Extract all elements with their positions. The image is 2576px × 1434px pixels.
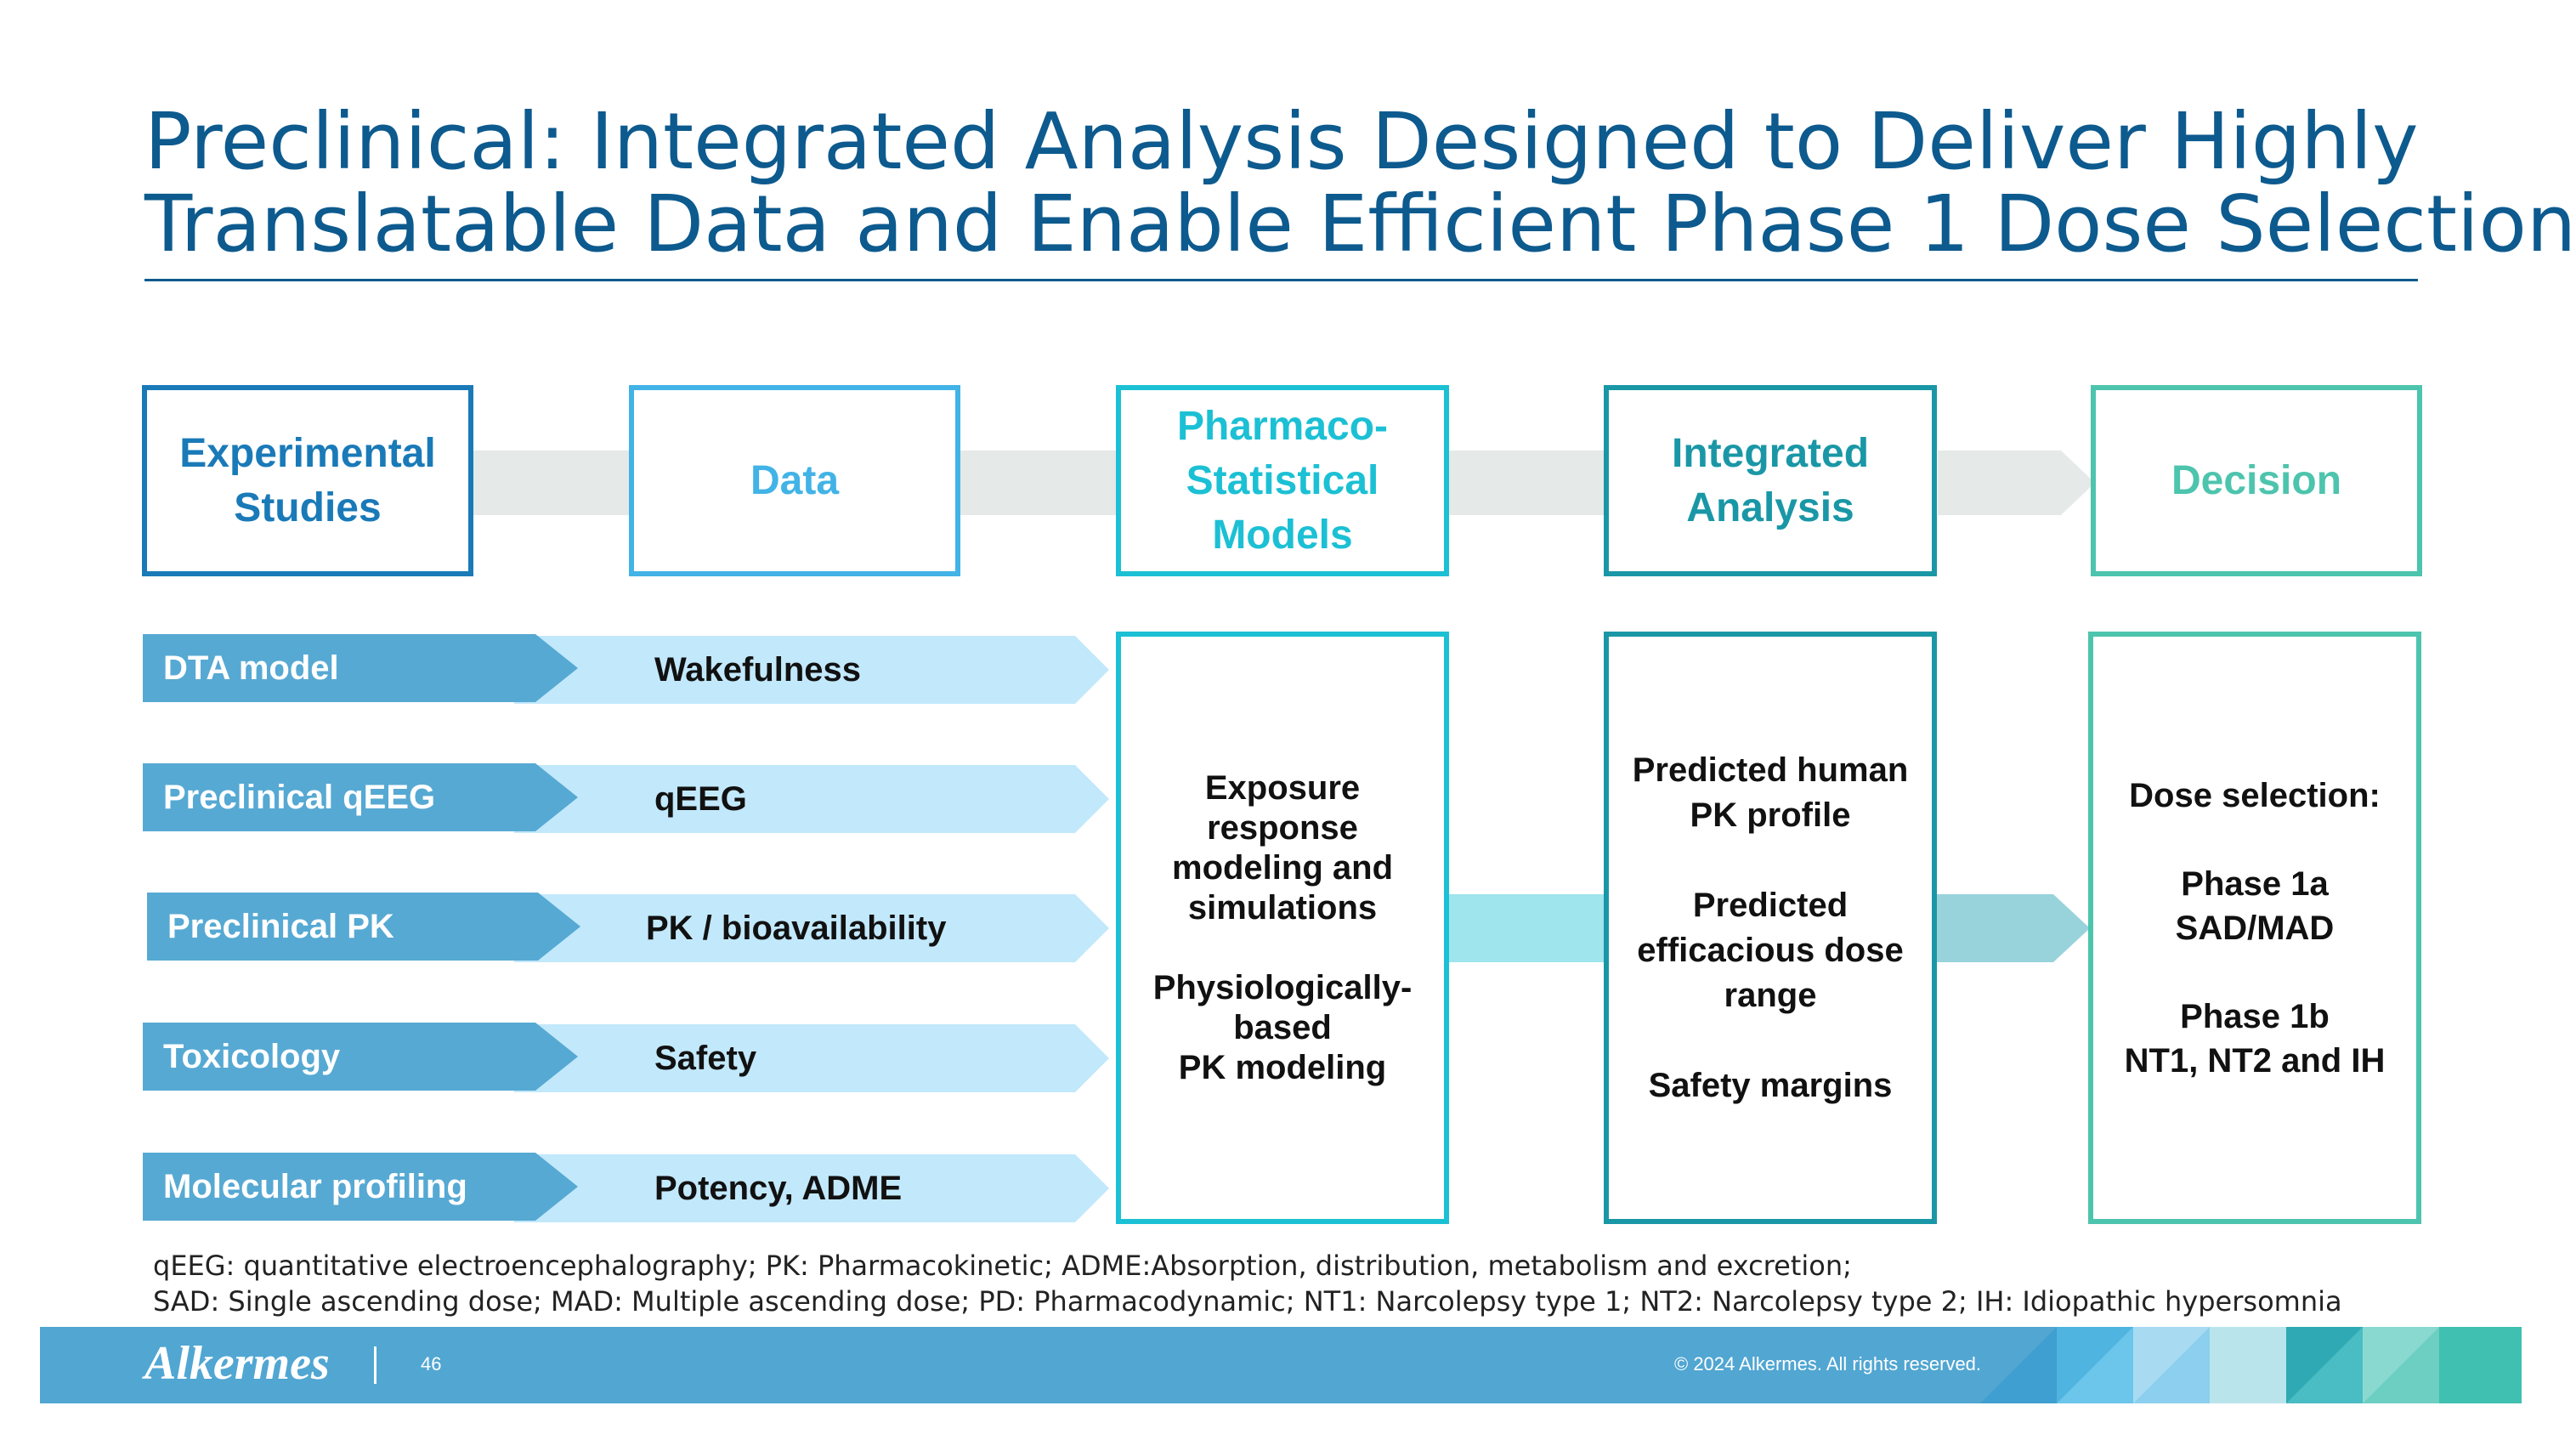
data-arrow-pk-bioavailability: PK / bioavailability	[514, 894, 1109, 962]
header-experimental-studies: Experimental Studies	[142, 385, 473, 576]
models-body-line: response	[1207, 808, 1358, 847]
page-number: 46	[421, 1353, 442, 1374]
flow-arrow-to-decision	[1938, 451, 2095, 515]
slide-title-line-1: Preclinical: Integrated Analysis Designe…	[144, 96, 2419, 187]
title-underline	[144, 279, 2418, 281]
footnote: qEEG: quantitative electroencephalograph…	[153, 1248, 2342, 1319]
header-integrated-line-1: Integrated	[1671, 430, 1870, 476]
integrated-body-line: efficacious dose	[1637, 931, 1904, 969]
flow-connector-3	[1449, 451, 1611, 515]
header-decision-line-1: Decision	[2171, 457, 2342, 503]
decision-body-box: Dose selection: Phase 1a SAD/MAD Phase 1…	[2088, 632, 2421, 1224]
models-body-line: based	[1233, 1008, 1332, 1046]
flow-connector-2	[960, 451, 1122, 515]
header-integrated-analysis: Integrated Analysis	[1604, 385, 1937, 576]
study-arrow-preclinical-pk: Preclinical PK	[147, 893, 580, 961]
integrated-body-box: Predicted human PK profile Predicted eff…	[1604, 632, 1937, 1224]
data-arrow-label: Potency, ADME	[654, 1169, 903, 1207]
alkermes-logo: Alkermes	[144, 1337, 330, 1390]
models-body-line: PK modeling	[1178, 1048, 1387, 1086]
study-arrow-preclinical-qeeg: Preclinical qEEG	[143, 763, 578, 831]
integrated-body-line: range	[1724, 976, 1817, 1014]
header-data: Data	[629, 385, 960, 576]
header-data-line-1: Data	[750, 457, 840, 503]
integrated-body-line: Predicted	[1692, 886, 1848, 924]
footnote-line-2: SAD: Single ascending dose; MAD: Multipl…	[153, 1285, 2342, 1318]
slide-title: Preclinical: Integrated Analysis Designe…	[144, 96, 2576, 269]
integrated-body-line: PK profile	[1690, 796, 1851, 834]
study-arrow-label: DTA model	[163, 649, 339, 687]
models-body-line: modeling and	[1172, 848, 1393, 887]
integrated-body-line: Predicted human	[1632, 751, 1909, 789]
footer-decorative-triangles	[1980, 1327, 2522, 1403]
flow-connector-1	[472, 451, 633, 515]
decision-body-line: NT1, NT2 and IH	[2124, 1041, 2386, 1080]
data-arrow-wakefulness: Wakefulness	[514, 636, 1109, 704]
body-connector-models-to-analysis	[1445, 894, 1608, 962]
header-integrated-line-2: Analysis	[1686, 485, 1854, 530]
study-arrow-label: Preclinical PK	[167, 907, 394, 945]
data-arrow-label: Safety	[654, 1039, 757, 1077]
data-arrow-label: qEEG	[654, 779, 747, 818]
footnote-line-1: qEEG: quantitative electroencephalograph…	[153, 1250, 1852, 1282]
study-arrow-label: Preclinical qEEG	[163, 778, 436, 816]
models-body-box: Exposure response modeling and simulatio…	[1116, 632, 1449, 1224]
header-experimental-line-2: Studies	[234, 485, 382, 530]
data-arrow-label: PK / bioavailability	[646, 909, 947, 947]
study-arrow-label: Toxicology	[163, 1037, 341, 1075]
decision-body-line: Phase 1a	[2181, 864, 2329, 903]
header-models-line-1: Pharmaco-	[1176, 403, 1389, 449]
models-body-line: simulations	[1187, 888, 1378, 927]
data-arrow-safety: Safety	[514, 1024, 1109, 1092]
footer-separator	[374, 1346, 376, 1384]
decision-body-line: Phase 1b	[2180, 997, 2330, 1035]
data-arrow-qeeg: qEEG	[514, 765, 1109, 833]
decision-body-line: SAD/MAD	[2175, 909, 2335, 947]
data-arrow-potency-adme: Potency, ADME	[514, 1154, 1109, 1222]
study-arrow-label: Molecular profiling	[163, 1167, 467, 1205]
models-body-line: Exposure	[1204, 768, 1361, 807]
study-arrow-dta-model: DTA model	[143, 634, 578, 702]
models-body-line: Physiologically-	[1152, 968, 1413, 1006]
integrated-body-line: Safety margins	[1648, 1066, 1893, 1104]
header-experimental-line-1: Experimental	[179, 430, 436, 476]
header-models-line-2: Statistical	[1186, 457, 1379, 503]
study-arrow-toxicology: Toxicology	[143, 1023, 578, 1091]
data-arrow-label: Wakefulness	[654, 650, 862, 689]
copyright-notice: © 2024 Alkermes. All rights reserved.	[1674, 1353, 1982, 1374]
body-arrow-analysis-to-decision	[1933, 894, 2090, 962]
header-pharmaco-statistical-models: Pharmaco- Statistical Models	[1116, 385, 1449, 576]
header-models-line-3: Models	[1212, 512, 1353, 558]
slide-title-line-2: Translatable Data and Enable Efficient P…	[144, 179, 2576, 269]
study-arrow-molecular-profiling: Molecular profiling	[143, 1153, 578, 1221]
header-decision: Decision	[2091, 385, 2422, 576]
decision-body-line: Dose selection:	[2129, 776, 2381, 814]
